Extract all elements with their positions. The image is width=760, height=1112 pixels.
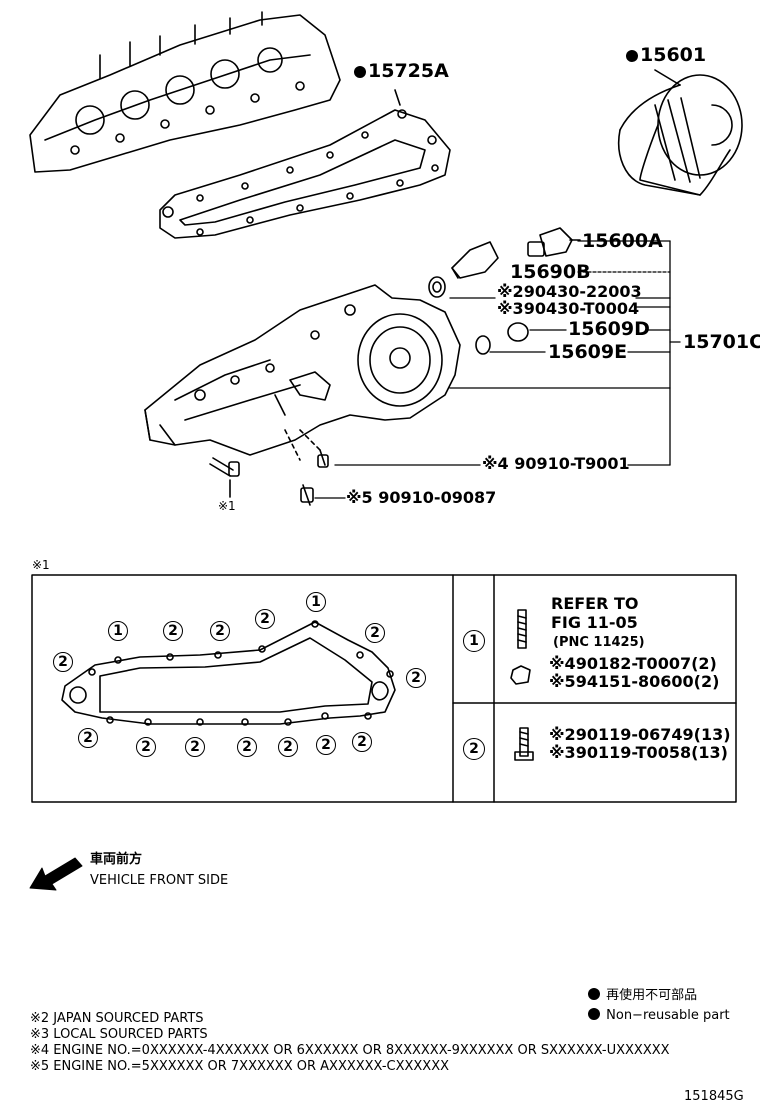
part-15600A-label: 15600A <box>582 230 663 252</box>
part-90182-T0007-label: ※490182-T0007(2) <box>549 654 717 673</box>
front-side-jp: 車両前方 <box>90 852 143 867</box>
part-15725A-label: 15725A <box>354 62 449 81</box>
callout-2: 2 <box>136 737 156 757</box>
part-94151-80600-label: ※594151-80600(2) <box>549 672 720 691</box>
part-90119-T0058-label: ※390119-T0058(13) <box>549 743 728 762</box>
part-15690B-label: 15690B <box>510 261 591 283</box>
part-15609E-label: 15609E <box>548 341 628 363</box>
non-reusable-dot-icon <box>588 988 600 1000</box>
pnc-reference: (PNC 11425) <box>553 635 645 650</box>
callout-1: 1 <box>108 621 128 641</box>
oil-cooler-gasket-drawing <box>159 89 451 239</box>
callout-2: 2 <box>255 609 275 629</box>
callout-2: 2 <box>163 621 183 641</box>
callout-2: 2 <box>210 621 230 641</box>
table-key-1: 1 <box>463 630 485 652</box>
note-2: ※2 JAPAN SOURCED PARTS <box>30 1011 204 1026</box>
callout-2: 2 <box>78 728 98 748</box>
note-5: ※5 ENGINE NO.=5XXXXXX OR 7XXXXXX OR AXXX… <box>30 1059 450 1074</box>
non-reusable-dot-icon <box>588 1008 600 1020</box>
part-90119-06749-label: ※290119-06749(13) <box>549 725 731 744</box>
part-15601-label: 15601 <box>626 46 706 65</box>
note-3: ※3 LOCAL SOURCED PARTS <box>30 1027 208 1042</box>
bolts-drawing <box>209 429 329 506</box>
non-reusable-dot-icon <box>626 50 638 62</box>
leader-lines <box>314 240 681 499</box>
callout-2: 2 <box>185 737 205 757</box>
part-90910-T9001-label: ※4 90910-T9001 <box>482 454 630 473</box>
detail-gasket-drawing <box>61 620 396 726</box>
part-90910-09087-label: ※5 90910-09087 <box>346 488 497 507</box>
non-reusable-dot-icon <box>354 66 366 78</box>
engine-block-drawing <box>29 11 341 173</box>
part-90430-22003-label: ※290430-22003 <box>497 282 642 301</box>
note1-marker: ※1 <box>218 499 236 513</box>
front-side-en: VEHICLE FRONT SIDE <box>90 873 229 888</box>
part-90430-T0004-label: ※390430-T0004 <box>497 299 640 318</box>
table-key-2: 2 <box>463 738 485 760</box>
oil-filter-drawing <box>618 69 743 196</box>
part-15701C-label: 15701C <box>683 331 760 353</box>
callout-2: 2 <box>278 737 298 757</box>
refer-to-text: REFER TO <box>551 594 639 613</box>
legend-jp: 再使用不可部品 <box>588 988 697 1002</box>
sensor-parts-drawing <box>428 227 581 355</box>
callout-1: 1 <box>306 592 326 612</box>
callout-2: 2 <box>406 668 426 688</box>
oil-cooler-assembly-drawing <box>144 284 461 456</box>
callout-2: 2 <box>365 623 385 643</box>
detail-stud-drawing <box>510 609 534 761</box>
callout-2: 2 <box>316 735 336 755</box>
callout-2: 2 <box>352 732 372 752</box>
diagram-id: 151845G <box>684 1089 744 1104</box>
note-4: ※4 ENGINE NO.=0XXXXXX-4XXXXXX OR 6XXXXXX… <box>30 1043 670 1058</box>
callout-2: 2 <box>53 652 73 672</box>
detail-box-label: ※1 <box>32 558 50 572</box>
front-arrow-icon <box>29 857 83 891</box>
part-15609D-label: 15609D <box>568 318 650 340</box>
detail-table-frame <box>31 574 737 803</box>
fig-reference: FIG 11-05 <box>551 613 638 632</box>
callout-2: 2 <box>237 737 257 757</box>
legend-en: Non−reusable part <box>588 1008 730 1022</box>
